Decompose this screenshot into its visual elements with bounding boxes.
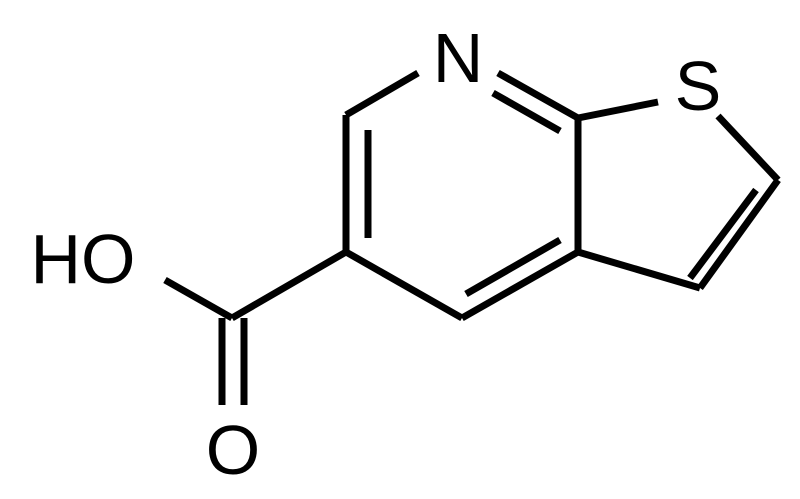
bond-c4-c5 [344, 248, 464, 322]
bond-c2-c3-inner [687, 187, 759, 281]
bond-c7a-s1 [577, 98, 659, 122]
bond-n7-c7a-inner [491, 89, 562, 135]
atom-label-layer: N S HO O [31, 19, 722, 489]
bond-n7-c7a-outer [496, 69, 580, 122]
hydroxyl-label: HO [31, 220, 136, 298]
bond-c5-carboxyl [230, 248, 348, 322]
bond-s1-c2 [715, 113, 781, 183]
bond-c3a-c4-outer [460, 248, 580, 322]
bond-c3a-c4-inner [464, 236, 562, 298]
bond-layer [163, 69, 781, 405]
sulfur-label: S [675, 47, 722, 125]
bond-c2-c3-outer [697, 177, 781, 291]
bond-c3-c3a [577, 248, 701, 292]
bond-carboxyl-oh [163, 276, 234, 322]
nitrogen-label: N [433, 19, 484, 97]
bond-c5-c6 [344, 69, 420, 119]
carbonyl-oxygen-label: O [206, 411, 260, 489]
